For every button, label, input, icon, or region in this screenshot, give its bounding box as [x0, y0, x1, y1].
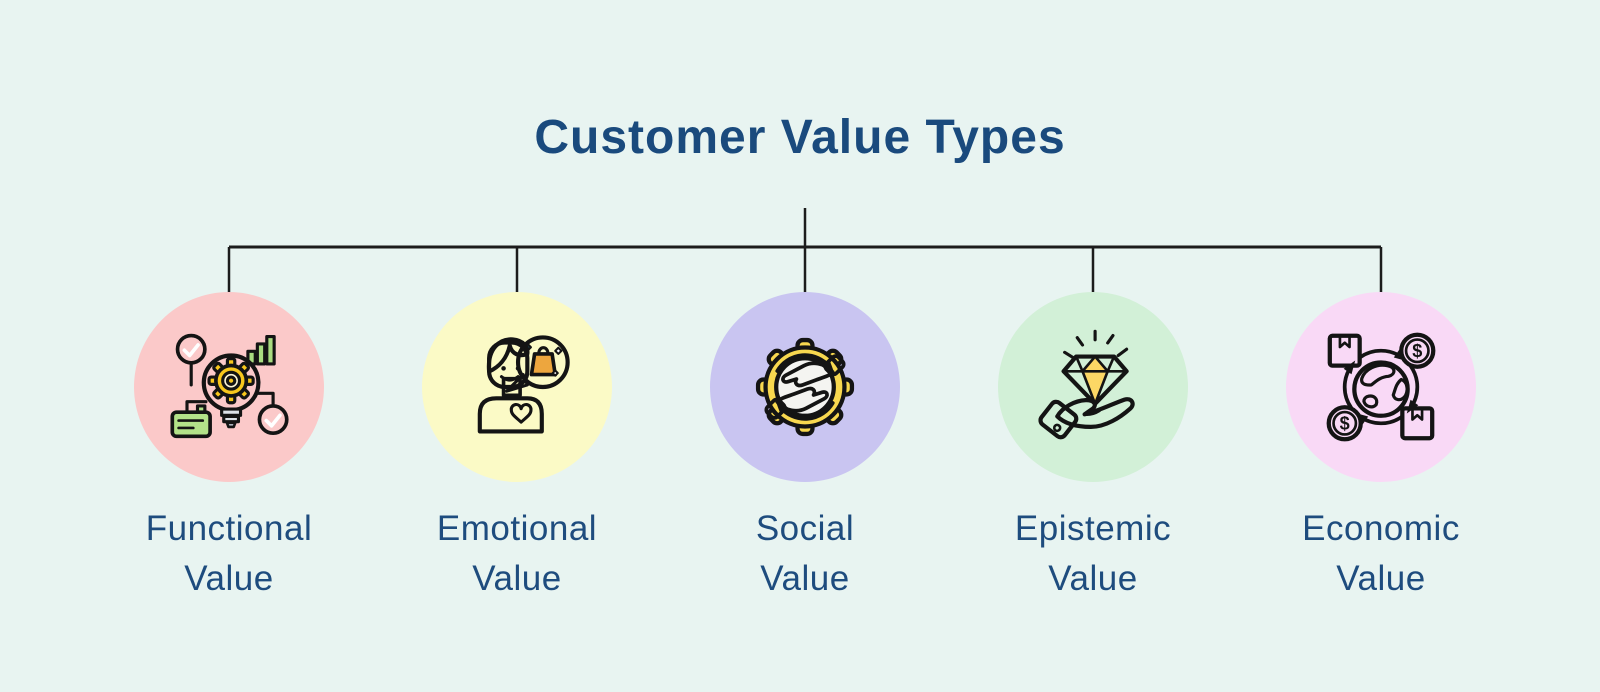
happy-customer-shopping-thought-icon	[477, 335, 570, 434]
gear	[207, 357, 255, 405]
circle-social-value	[710, 292, 900, 482]
thought-bubble	[515, 335, 570, 390]
note-card	[170, 404, 212, 439]
hand-presenting-diamond-icon	[1038, 329, 1135, 440]
label-economic-value: Economic Value	[1302, 509, 1460, 598]
card-economic-value: $ $ Economic Value	[1237, 292, 1525, 604]
bar-chart	[246, 335, 276, 366]
circle-functional-value	[134, 292, 324, 482]
value-cards-row: Functional Value	[85, 292, 1525, 604]
diamond	[1061, 354, 1129, 406]
dollar-coin-bottom-left: $	[1326, 405, 1363, 442]
hair	[486, 337, 530, 374]
bulb-base	[220, 407, 243, 429]
circle-emotional-value	[422, 292, 612, 482]
card-epistemic-value: Epistemic Value	[949, 292, 1237, 604]
check-badge-bottom	[257, 404, 289, 436]
face-features	[499, 366, 521, 382]
global-trade-cycle-icon: $ $	[1326, 332, 1436, 442]
connector-lines	[227, 208, 1383, 294]
package-bottom-right	[1400, 406, 1435, 441]
card-social-value: Social Value	[661, 292, 949, 604]
label-epistemic-value: Epistemic Value	[1014, 509, 1172, 598]
lightbulb-gear-analytics-icon	[170, 333, 289, 439]
label-emotional-value: Emotional Value	[436, 509, 598, 598]
hand-top	[781, 354, 846, 388]
shopping-bag	[529, 346, 558, 377]
card-emotional-value: Emotional Value	[373, 292, 661, 604]
page-title: Customer Value Types	[534, 111, 1066, 165]
dollar-coin-top-right: $	[1399, 332, 1436, 369]
card-functional-value: Functional Value	[85, 292, 373, 604]
heart	[509, 402, 533, 424]
dollar-sign: $	[1340, 414, 1350, 434]
hand-bottom	[764, 386, 829, 420]
shirt	[477, 396, 544, 434]
open-hand	[1055, 397, 1135, 429]
package-top-left	[1327, 333, 1362, 368]
circle-economic-value: $ $	[1286, 292, 1476, 482]
globe	[1352, 360, 1410, 418]
circle-epistemic-value	[998, 292, 1188, 482]
dollar-sign: $	[1412, 341, 1422, 361]
label-social-value: Social Value	[755, 509, 855, 598]
check-badge-top	[175, 333, 207, 365]
shine-rays	[1063, 329, 1129, 360]
label-functional-value: Functional Value	[145, 509, 313, 598]
cooperating-hands-gear-icon	[755, 337, 855, 437]
